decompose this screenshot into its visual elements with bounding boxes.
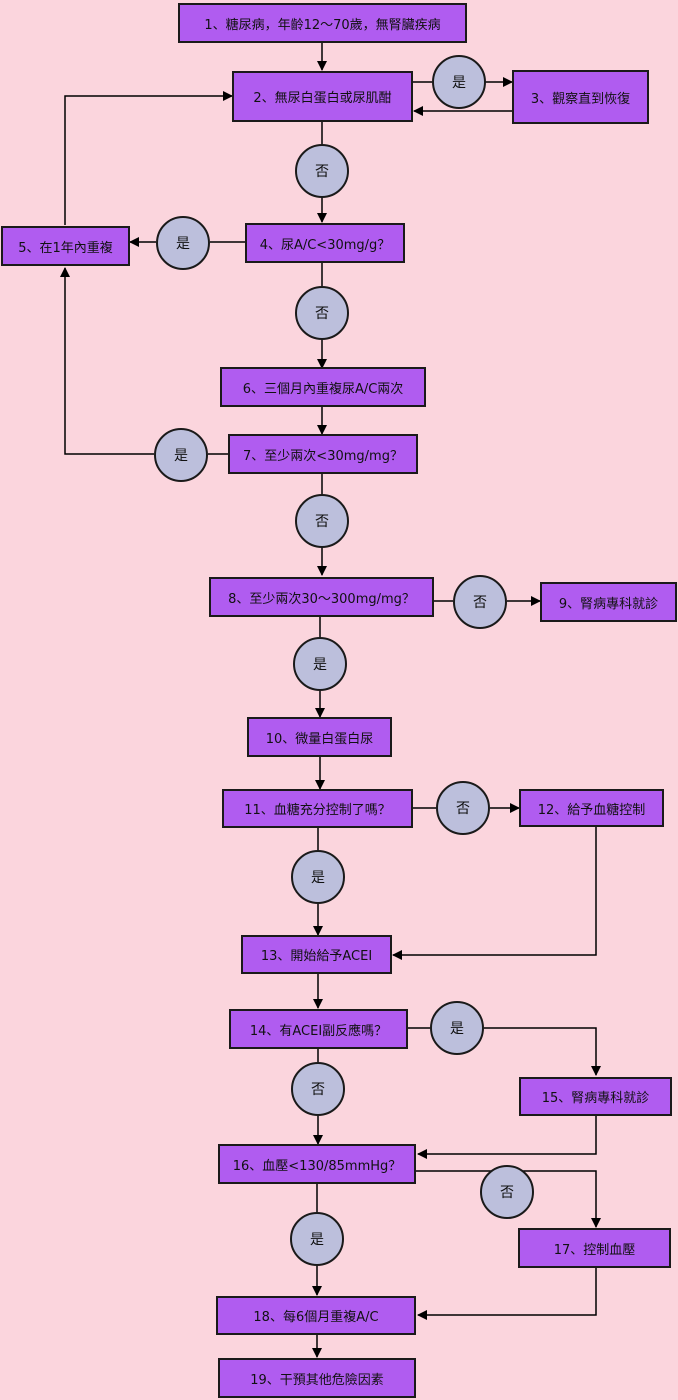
step-15-box: 15、腎病專科就診 — [519, 1077, 672, 1116]
step-18-box: 18、每6個月重複A/C — [216, 1296, 416, 1335]
decision-4-yes-node: 是 — [156, 216, 210, 270]
step-12-box: 12、給予血糖控制 — [519, 789, 664, 827]
decision-16-no-node: 否 — [480, 1165, 534, 1219]
step-6-box: 6、三個月內重複尿A/C兩次 — [220, 367, 426, 407]
decision-11-no-node: 否 — [436, 781, 490, 835]
decision-2-no-node: 否 — [295, 144, 349, 198]
decision-8-yes-node: 是 — [293, 637, 347, 691]
step-5-box: 5、在1年內重複 — [1, 226, 130, 266]
step-3-box: 3、觀察直到恢復 — [512, 70, 649, 124]
step-9-box: 9、腎病專科就診 — [540, 582, 677, 622]
step-7-box: 7、至少兩次<30mg/mg？ — [228, 434, 418, 474]
decision-2-yes-node: 是 — [432, 55, 486, 109]
decision-14-yes-node: 是 — [430, 1001, 484, 1055]
step-1-box: 1、糖尿病，年齡12～70歲，無腎臟疾病 — [178, 3, 467, 43]
decision-14-no-node: 否 — [291, 1062, 345, 1116]
step-2-box: 2、無尿白蛋白或尿肌酣 — [232, 71, 413, 122]
step-16-box: 16、血壓<130/85mmHg？ — [218, 1144, 416, 1184]
step-13-box: 13、開始給予ACEI — [241, 935, 392, 974]
decision-11-yes-node: 是 — [291, 850, 345, 904]
decision-7-yes-node: 是 — [154, 428, 208, 482]
decision-8-no-node: 否 — [453, 575, 507, 629]
step-14-box: 14、有ACEI副反應嗎？ — [229, 1009, 408, 1049]
step-11-box: 11、血糖充分控制了嗎？ — [222, 789, 413, 828]
step-8-box: 8、至少兩次30～300mg/mg？ — [209, 577, 434, 617]
decision-4-no-node: 否 — [295, 286, 349, 340]
step-19-box: 19、干預其他危險因素 — [218, 1358, 416, 1398]
decision-7-no-node: 否 — [295, 494, 349, 548]
step-4-box: 4、尿A/C<30mg/g？ — [245, 223, 405, 263]
step-17-box: 17、控制血壓 — [518, 1228, 671, 1268]
decision-16-yes-node: 是 — [290, 1212, 344, 1266]
step-10-box: 10、微量白蛋白尿 — [247, 717, 392, 757]
